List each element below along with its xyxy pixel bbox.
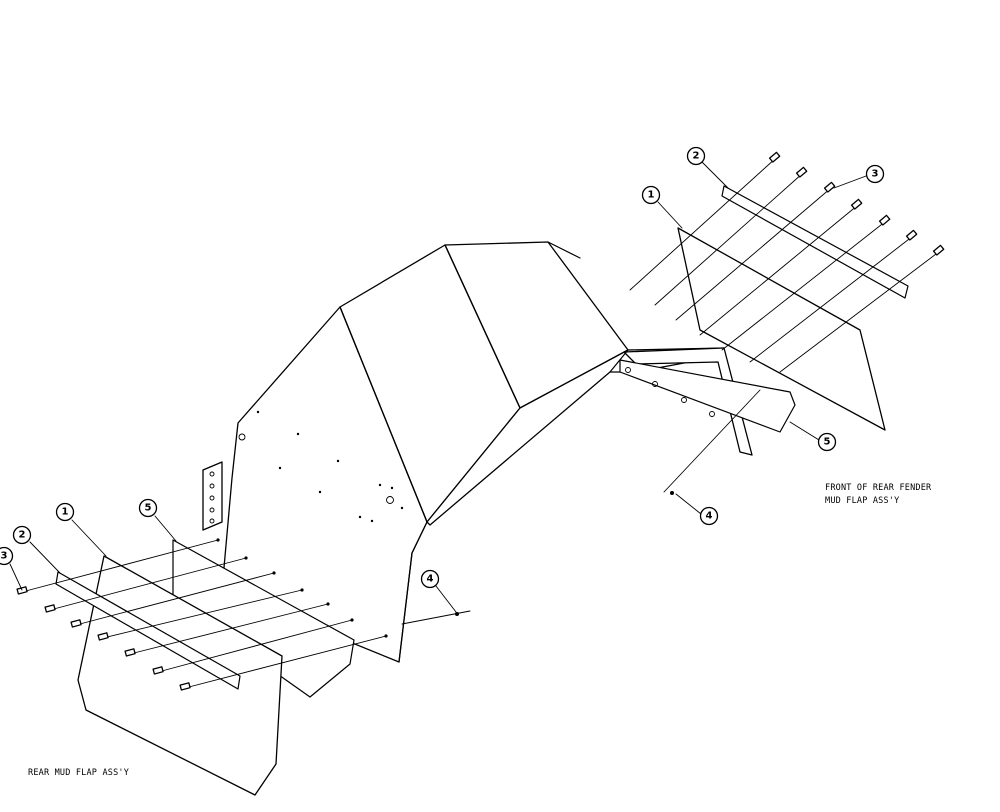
bracket-holes	[209, 471, 215, 524]
svg-text:3: 3	[872, 169, 879, 180]
svg-text:5: 5	[145, 503, 152, 514]
rear-callout-2: 2	[12, 525, 32, 545]
rear-callout-4: 4	[420, 569, 440, 589]
fender-holes	[256, 410, 404, 523]
rear-fender	[202, 241, 753, 663]
rear-bolts	[16, 538, 388, 691]
svg-text:4: 4	[427, 574, 434, 585]
callout-bubbles: 2 3 1 5 4 1 5 2	[0, 146, 885, 589]
svg-text:3: 3	[1, 551, 8, 562]
front-callout-5: 5	[817, 432, 837, 452]
rear-callout-1: 1	[55, 502, 75, 522]
rear-mud-flap-assembly	[16, 538, 471, 796]
rear-callout-5: 5	[138, 498, 158, 518]
front-bolts	[629, 151, 945, 373]
fender-bolt-hole	[238, 433, 246, 441]
front-callout-4: 4	[699, 506, 719, 526]
svg-text:1: 1	[62, 507, 69, 518]
front-assembly-note-line2: MUD FLAP ASS'Y	[825, 496, 899, 506]
notes: FRONT OF REAR FENDER MUD FLAP ASS'Y REAR…	[28, 483, 932, 778]
svg-text:1: 1	[648, 190, 655, 201]
front-callout-3: 3	[865, 164, 885, 184]
front-mud-flap-assembly	[619, 151, 945, 495]
front-mud-flap	[677, 227, 886, 431]
front-assembly-note-line1: FRONT OF REAR FENDER	[825, 483, 932, 493]
front-strip-holes	[625, 367, 715, 417]
svg-text:2: 2	[693, 151, 700, 162]
svg-text:4: 4	[706, 511, 713, 522]
rear-assembly-note: REAR MUD FLAP ASS'Y	[28, 768, 129, 778]
svg-text:2: 2	[19, 530, 26, 541]
rear-backing-strip	[172, 539, 355, 698]
front-backing-strip	[619, 359, 796, 433]
front-callout-2: 2	[686, 146, 706, 166]
front-clamp-bar	[721, 185, 909, 299]
callout-leaders	[9, 161, 867, 613]
svg-text:5: 5	[824, 437, 831, 448]
rear-callout-3: 3	[0, 546, 14, 566]
front-callout-1: 1	[641, 185, 661, 205]
